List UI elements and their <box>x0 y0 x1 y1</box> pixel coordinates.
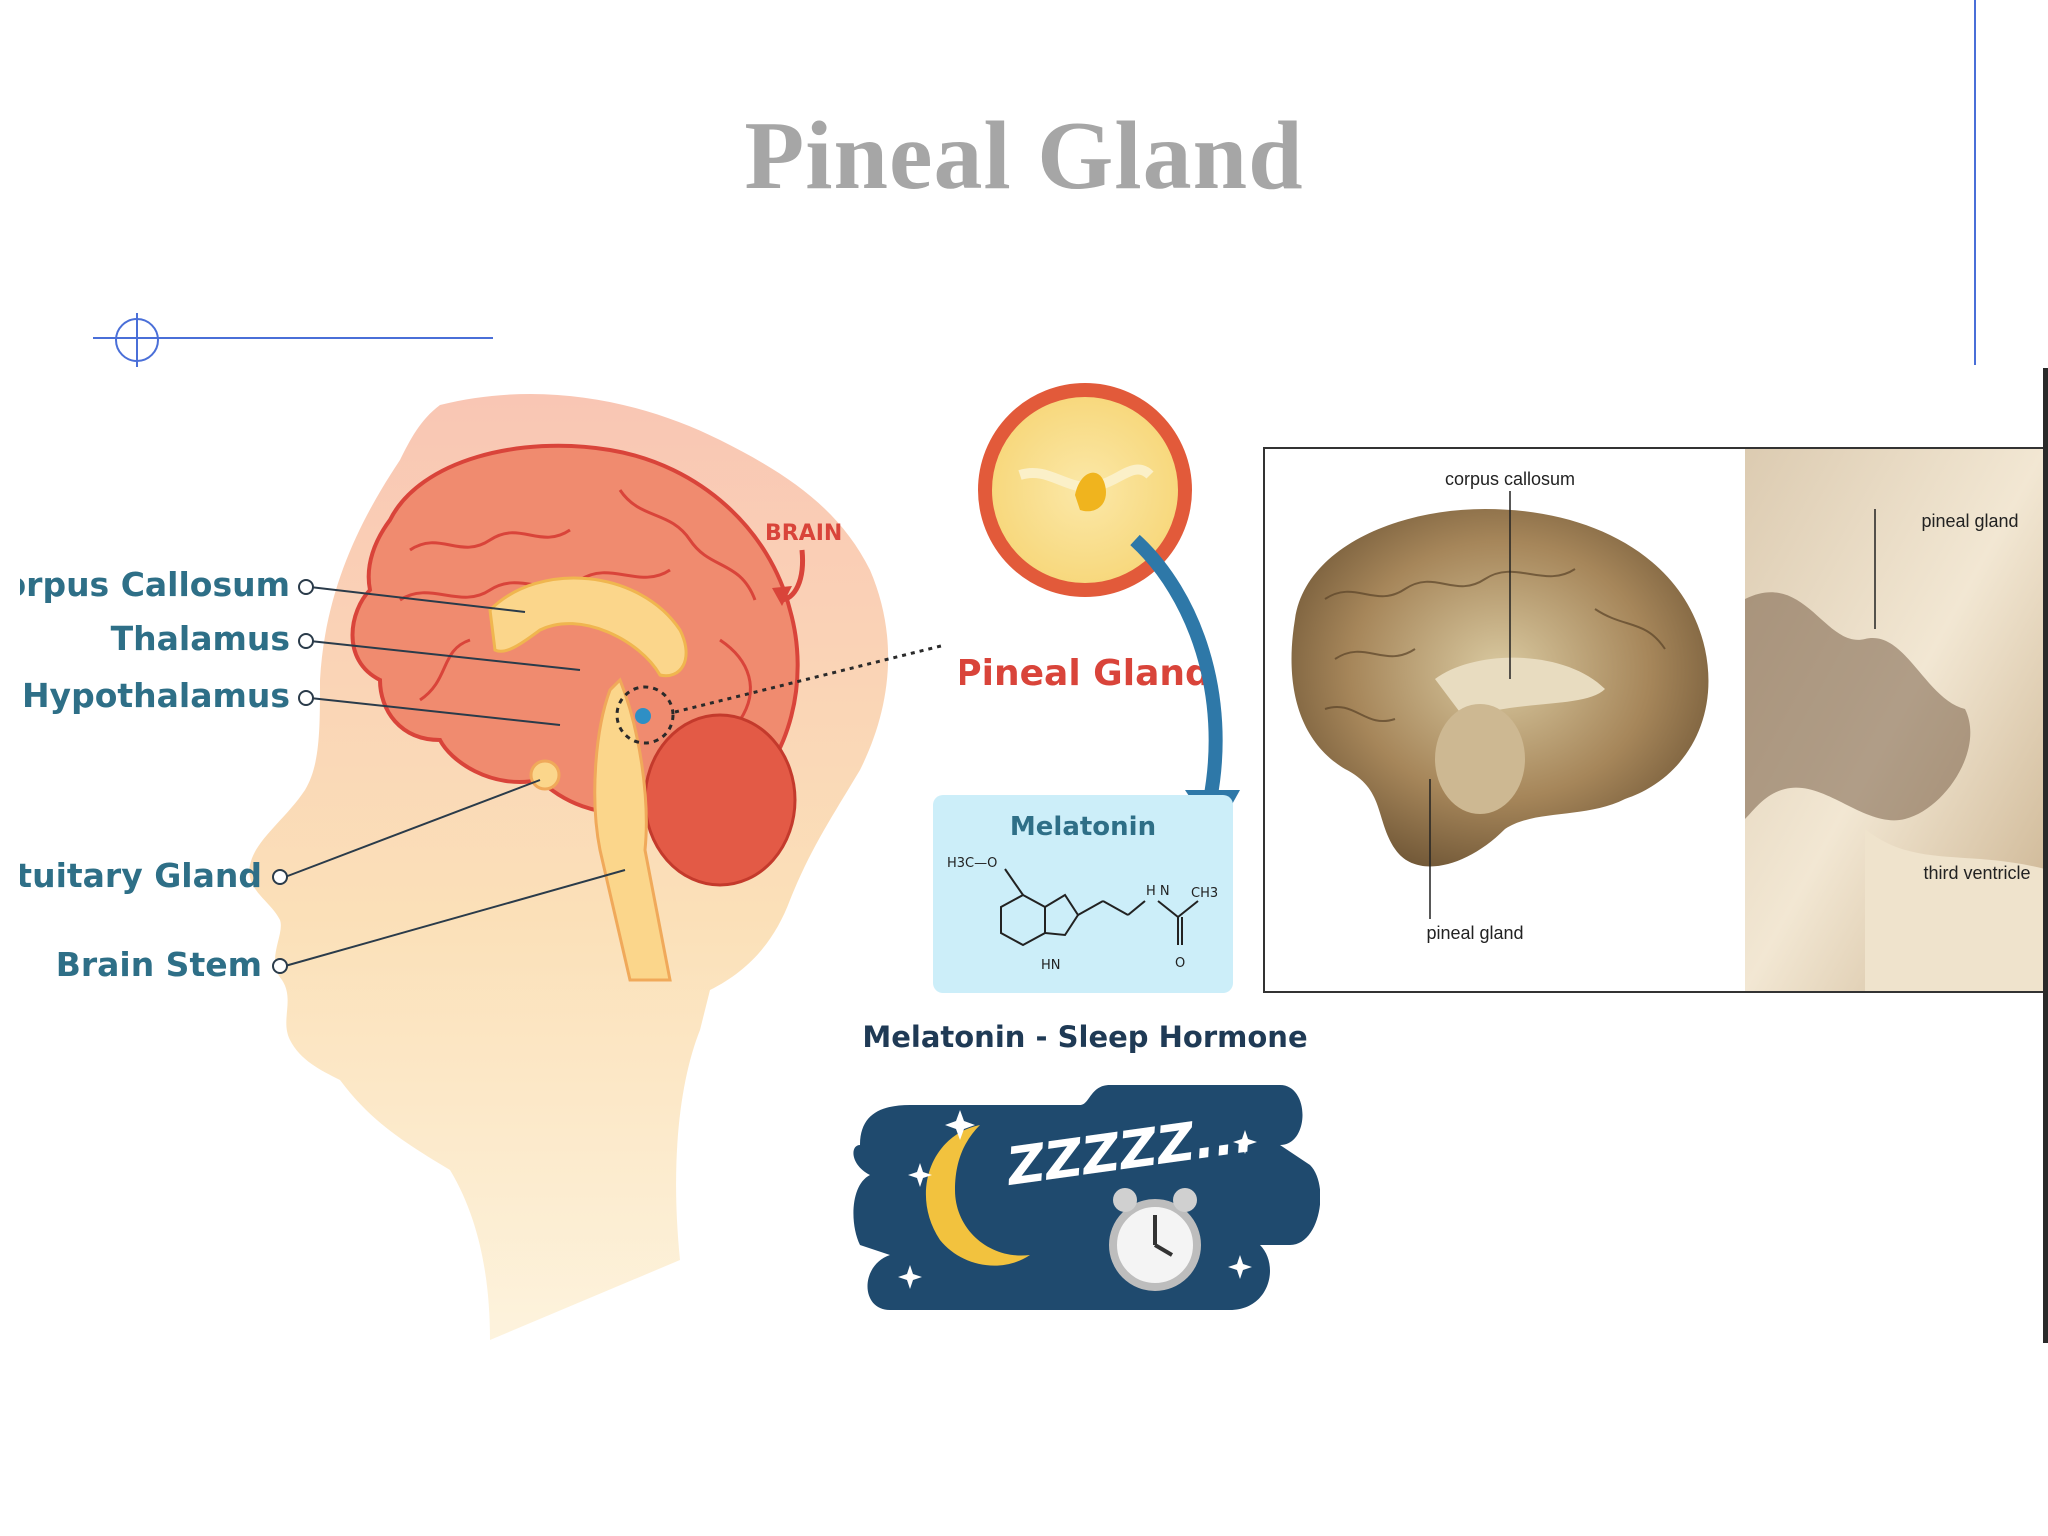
decor-crosshair-line <box>93 313 493 367</box>
photo-label-corpus-callosum: corpus callosum <box>1445 469 1575 489</box>
brain-stem <box>593 677 672 982</box>
brain-diagram: BRAIN Corpus Callosum Thalamus Hypothala… <box>20 393 946 1340</box>
melatonin-title: Melatonin <box>1010 812 1156 842</box>
pineal-marker <box>615 685 675 745</box>
sleep-illustration: ZZZZZ... <box>853 1085 1320 1310</box>
label-thalamus: Thalamus <box>111 619 290 658</box>
photo-panel: corpus callosum pineal gland pineal glan… <box>1263 447 2047 993</box>
pituitary <box>529 759 561 791</box>
sleep-caption: Melatonin - Sleep Hormone <box>862 1020 1308 1054</box>
photo-label-pineal-gland-left: pineal gland <box>1426 923 1523 943</box>
right-edge-strip <box>2043 368 2048 1343</box>
label-brain-stem: Brain Stem <box>56 945 262 984</box>
formula-o: O <box>1175 956 1185 971</box>
pineal-callout-title: Pineal Gland <box>960 653 1211 694</box>
corpus-callosum <box>488 576 688 678</box>
formula-nh: H N <box>1146 884 1170 899</box>
formula-hn: HN <box>1041 958 1061 973</box>
formula-h3c-o: H3C—O <box>947 856 997 871</box>
photo-label-pineal-gland-right: pineal gland <box>1921 511 2018 531</box>
decor-vertical-line <box>1974 0 1976 365</box>
melatonin-card: Melatonin H3C—O H N CH3 HN O <box>933 795 1233 993</box>
pineal-gland-shape <box>1075 472 1106 512</box>
label-hypothalamus: Hypothalamus <box>22 676 290 715</box>
slide-title: Pineal Gland <box>744 102 1304 210</box>
cerebellum <box>643 713 797 887</box>
label-corpus-callosum: Corpus Callosum <box>20 565 290 604</box>
photo-label-third-ventricle: third ventricle <box>1923 863 2030 883</box>
label-pituitary-gland: Pituitary Gland <box>20 856 262 895</box>
pineal-callout: Pineal Gland <box>960 383 1240 835</box>
sparkle-icons <box>898 1110 1257 1289</box>
moon-icon <box>925 1125 1030 1266</box>
melatonin-structure: Melatonin H3C—O H N CH3 HN O <box>947 812 1218 973</box>
formula-ch3: CH3 <box>1191 886 1218 901</box>
brain-label: BRAIN <box>765 521 842 546</box>
